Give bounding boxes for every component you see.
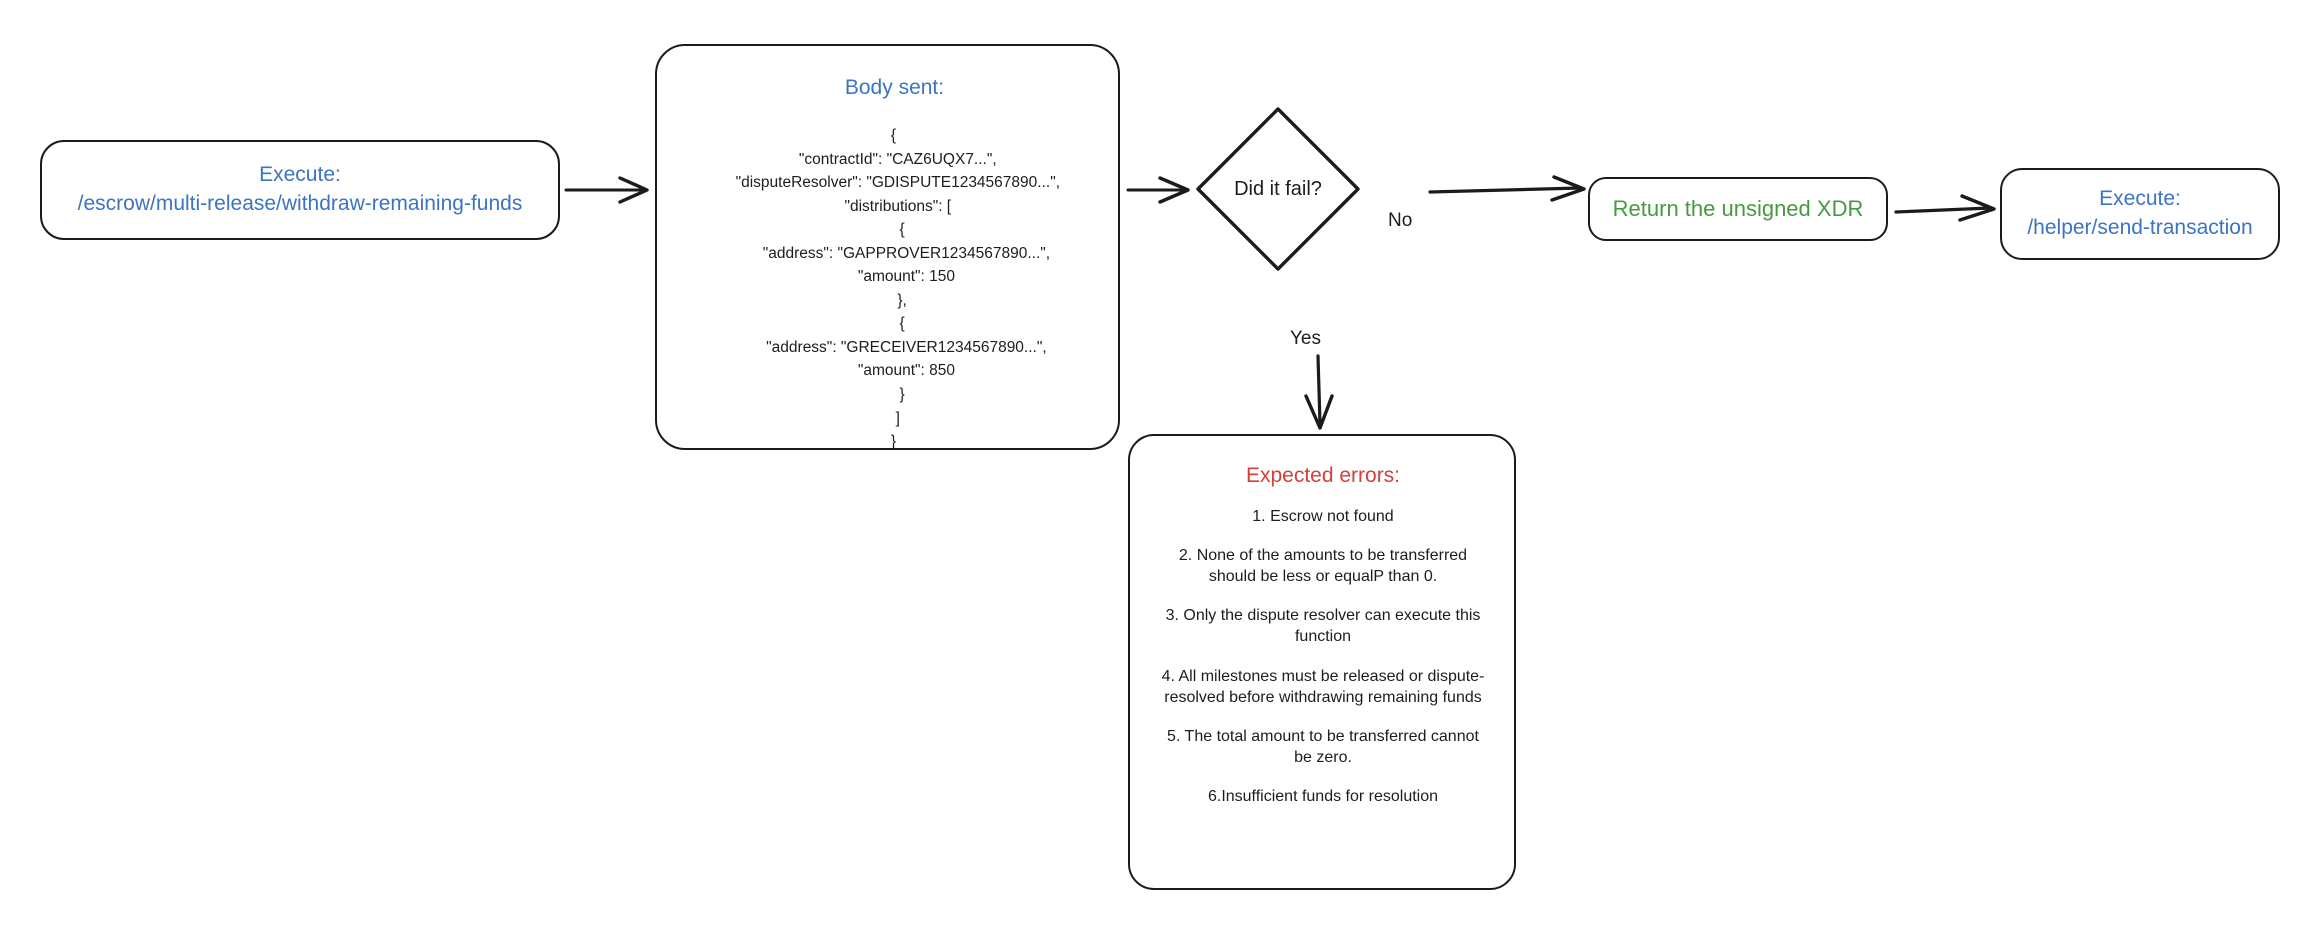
node-return-xdr-label: Return the unsigned XDR	[1612, 196, 1864, 222]
list-item: 4. All milestones must be released or di…	[1161, 667, 1485, 706]
list-item: 5. The total amount to be transferred ca…	[1167, 727, 1479, 766]
edge-body-sent-to-decision	[1126, 176, 1190, 204]
body-sent-title: Body sent:	[844, 76, 945, 99]
node-decision-label: Did it fail?	[1234, 177, 1322, 200]
edge-execute-withdraw-to-body-sent	[564, 176, 649, 204]
edge-return-xdr-to-execute-send	[1894, 194, 1996, 222]
node-decision-did-it-fail[interactable]: Did it fail?	[1192, 103, 1364, 275]
list-item: 1. Escrow not found	[1252, 508, 1394, 525]
list-item: 6.Insufficient funds for resolution	[1207, 787, 1439, 805]
node-return-unsigned-xdr[interactable]: Return the unsigned XDR	[1588, 177, 1888, 241]
expected-errors-list: 1. Escrow not found 2. None of the amoun…	[1156, 506, 1490, 807]
edge-decision-to-expected-errors	[1304, 354, 1334, 430]
expected-errors-title: Expected errors:	[1245, 464, 1401, 487]
node-expected-errors[interactable]: Expected errors: 1. Escrow not found 2. …	[1128, 434, 1516, 890]
body-sent-json: { "contractId": "CAZ6UQX7...", "disputeR…	[735, 127, 1061, 451]
node-body-sent[interactable]: Body sent: { "contractId": "CAZ6UQX7..."…	[655, 44, 1120, 450]
list-item: 3. Only the dispute resolver can execute…	[1165, 607, 1481, 646]
node-execute-withdraw-remaining-funds[interactable]: Execute: /escrow/multi-release/withdraw-…	[40, 140, 560, 240]
list-item: 2. None of the amounts to be transferred…	[1178, 547, 1468, 586]
node-execute-send-transaction[interactable]: Execute: /helper/send-transaction	[2000, 168, 2280, 260]
edge-label-yes: Yes	[1290, 328, 1321, 349]
edge-label-no: No	[1388, 210, 1413, 231]
node-execute-send-label: Execute: /helper/send-transaction	[2027, 187, 2253, 239]
node-execute-withdraw-label: Execute: /escrow/multi-release/withdraw-…	[77, 163, 523, 215]
edge-decision-to-return-xdr	[1428, 175, 1586, 202]
diamond-shape	[1196, 107, 1360, 271]
